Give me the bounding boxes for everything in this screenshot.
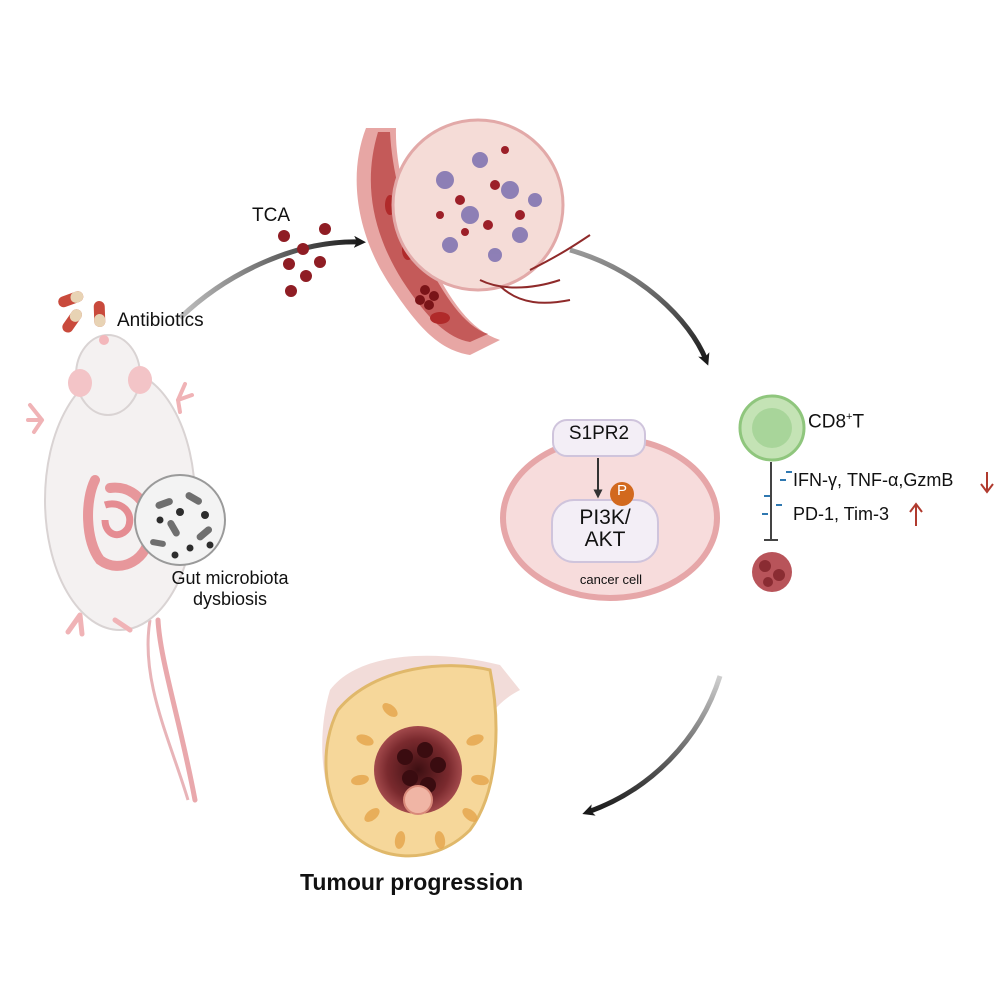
gut-microbiota-label: Gut microbiota dysbiosis — [155, 568, 305, 609]
pathway-line2: AKT — [584, 528, 626, 552]
s1pr2-label: S1PR2 — [568, 423, 630, 444]
tumour-progression-label: Tumour progression — [300, 869, 524, 895]
capsule-icon — [58, 291, 106, 333]
tca-molecules — [278, 223, 331, 297]
increase-arrow-icon — [909, 502, 923, 526]
checkpoints-label: PD-1, Tim-3 — [793, 504, 890, 524]
arrow-antibiotics-to-vessel — [178, 235, 366, 320]
tumor-cell-small-icon — [752, 552, 792, 592]
cytokines-label: IFN-γ, TNF-α,GzmB — [793, 470, 954, 490]
tca-label: TCA — [252, 205, 290, 226]
antibiotics-label: Antibiotics — [117, 310, 204, 331]
cancer-cell-label: cancer cell — [579, 572, 643, 587]
arrow-immune-to-tumour — [582, 675, 723, 816]
mouse-icon — [26, 334, 198, 803]
cd8-main: CD8 — [808, 411, 847, 433]
phospho-label: P — [616, 482, 627, 499]
tumor-microenvironment-icon — [391, 118, 591, 304]
bacteria-icon — [134, 474, 226, 566]
gut-label-line2: dysbiosis — [192, 588, 268, 609]
cancer-cell — [500, 419, 720, 601]
pathway-line1: PI3K/ — [579, 506, 631, 529]
pi3k-akt-label: PI3K/ AKT — [552, 506, 658, 552]
cd8-sup: + — [846, 411, 853, 423]
t-cell-icon — [738, 394, 806, 541]
arrow-mouse-tail-connector — [146, 619, 190, 801]
arrow-vessel-to-immune — [569, 247, 710, 366]
gut-label-line1: Gut microbiota — [171, 568, 289, 588]
decrease-arrow-icon — [980, 472, 994, 494]
cd8-t-label: CD8+T — [808, 411, 864, 433]
tumor-icon — [322, 655, 520, 858]
cd8-tail: T — [852, 411, 865, 433]
